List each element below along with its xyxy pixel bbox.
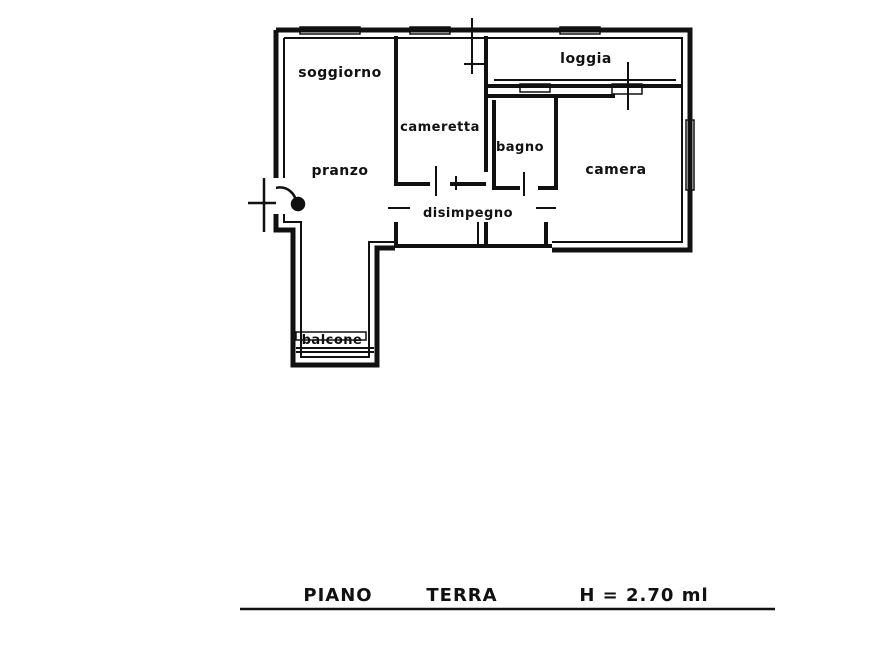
room-label-bagno: bagno bbox=[496, 140, 544, 155]
interior-walls bbox=[394, 36, 682, 248]
room-label-pranzo: pranzo bbox=[311, 163, 368, 179]
ceiling-height: H = 2.70 ml bbox=[579, 585, 708, 606]
floor-title: PIANO TERRA H = 2.70 ml bbox=[240, 585, 775, 611]
door-marks bbox=[388, 18, 629, 246]
outer-wall-top bbox=[276, 27, 693, 253]
entrance-door bbox=[248, 178, 306, 232]
room-labels: soggiorno pranzo cameretta loggia bagno … bbox=[298, 51, 646, 348]
floor-name: TERRA bbox=[426, 585, 497, 606]
room-label-loggia: loggia bbox=[560, 51, 612, 67]
room-label-balcone: balcone bbox=[302, 333, 363, 348]
outer-wall-left-lower bbox=[273, 214, 395, 368]
room-label-disimpegno: disimpegno bbox=[423, 206, 513, 221]
inner-wall-lining bbox=[283, 37, 683, 358]
outer-walls bbox=[273, 27, 693, 368]
room-label-soggiorno: soggiorno bbox=[298, 65, 381, 81]
floor-label: PIANO bbox=[303, 585, 372, 606]
room-label-cameretta: cameretta bbox=[400, 120, 480, 135]
room-label-camera: camera bbox=[585, 162, 646, 178]
balcone-railing bbox=[296, 347, 374, 353]
